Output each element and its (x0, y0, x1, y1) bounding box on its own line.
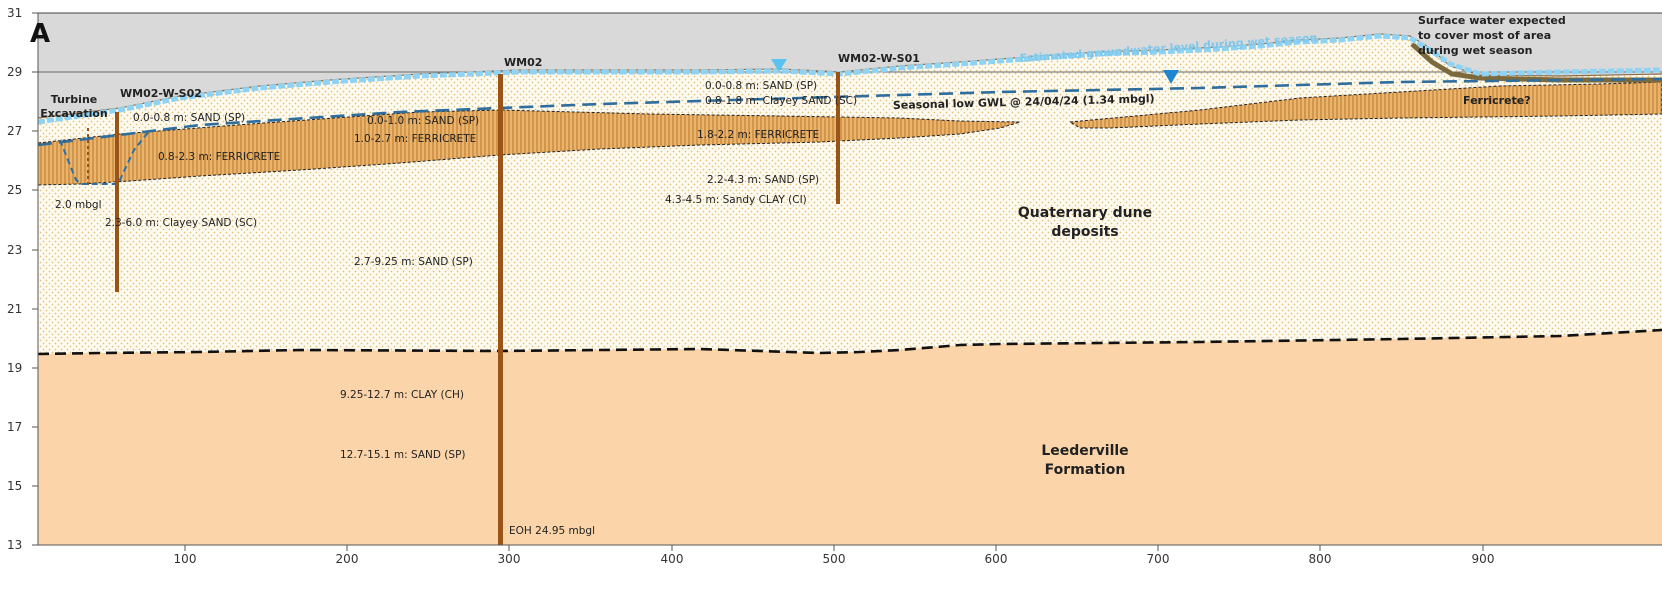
x-tick-label: 900 (1472, 552, 1495, 566)
leederville-formation-layer (38, 330, 1662, 545)
log-wm02-3: 2.7-9.25 m: SAND (SP) (354, 256, 473, 268)
borehole-label-wm02: WM02 (504, 56, 542, 69)
log-wm02-w-s01-1: 0.0-0.8 m: SAND (SP) (705, 80, 817, 92)
log-wm02-1: 0.0-1.0 m: SAND (SP) (367, 115, 479, 127)
turbine-excavation-base-label: 2.0 mbgl (55, 199, 102, 211)
y-axis-ticks (32, 12, 38, 546)
log-wm02-w-s01-5: 4.3-4.5 m: Sandy CLAY (CI) (665, 194, 807, 206)
x-tick-label: 700 (1147, 552, 1170, 566)
surface-water-note-line1: Surface water expected (1418, 14, 1566, 27)
log-wm02-w-s01-3: 1.8-2.2 m: FERRICRETE (697, 129, 819, 141)
y-tick-label: 31 (7, 6, 22, 20)
borehole-label-wm02-w-s02: WM02-W-S02 (120, 87, 202, 100)
x-tick-label: 300 (498, 552, 521, 566)
borehole-casing-wm02-w-s02 (115, 112, 119, 292)
log-wm02-w-s02-1: 0.0-0.8 m: SAND (SP) (133, 112, 245, 124)
seasonal-low-gw-marker-icon (1163, 70, 1179, 84)
y-tick-label: 25 (7, 183, 22, 197)
x-tick-label: 100 (174, 552, 197, 566)
y-tick-label: 29 (7, 65, 22, 79)
y-tick-label: 13 (7, 538, 22, 552)
borehole-casing-wm02 (498, 74, 503, 545)
seasonal-low-groundwater-line (38, 77, 1662, 147)
y-tick-label: 23 (7, 243, 22, 257)
y-tick-label: 17 (7, 420, 22, 434)
log-wm02-w-s01-2: 0.8-1.8 m: Clayey SAND (SC) (705, 95, 857, 107)
x-tick-label: 800 (1309, 552, 1332, 566)
ferricrete-query-label: Ferricrete? (1463, 94, 1531, 107)
panel-label: A (30, 19, 50, 49)
turbine-excavation-label-line1: Turbine (51, 93, 98, 106)
y-tick-label: 21 (7, 302, 22, 316)
surface-water-note-line3: during wet season (1418, 44, 1533, 57)
wet-season-gw-marker-icon (771, 59, 787, 72)
borehole-base-label-wm02: EOH 24.95 mbgl (509, 525, 595, 537)
y-tick-label: 19 (7, 361, 22, 375)
log-wm02-w-s02-2: 0.8-2.3 m: FERRICRETE (158, 151, 280, 163)
borehole-label-wm02-w-s01: WM02-W-S01 (838, 52, 920, 65)
quaternary-label-line2: deposits (1051, 224, 1118, 240)
x-tick-label: 600 (985, 552, 1008, 566)
log-wm02-5: 12.7-15.1 m: SAND (SP) (340, 449, 466, 461)
log-wm02-w-s02-3: 2.3-6.0 m: Clayey SAND (SC) (105, 217, 257, 229)
surface-water-note-line2: to cover most of area (1418, 29, 1551, 42)
quaternary-label-line1: Quaternary dune (1018, 205, 1152, 221)
wet-season-groundwater-line (38, 33, 1662, 125)
y-tick-label: 27 (7, 124, 22, 138)
log-wm02-2: 1.0-2.7 m: FERRICRETE (354, 133, 476, 145)
y-tick-label: 15 (7, 479, 22, 493)
x-tick-label: 200 (336, 552, 359, 566)
leederville-label-line1: Leederville (1041, 443, 1128, 459)
turbine-excavation-outline (59, 129, 151, 185)
log-wm02-w-s01-4: 2.2-4.3 m: SAND (SP) (707, 174, 819, 186)
ferricrete-query-layer (1068, 81, 1662, 129)
leederville-label-line2: Formation (1045, 462, 1126, 478)
x-axis-ticks (184, 545, 1484, 551)
x-tick-label: 400 (661, 552, 684, 566)
x-tick-label: 500 (823, 552, 846, 566)
borehole-casing-wm02-w-s01 (836, 72, 840, 204)
formation-boundary-line (38, 328, 1662, 356)
turbine-excavation-label-line2: Excavation (40, 107, 108, 120)
log-wm02-4: 9.25-12.7 m: CLAY (CH) (340, 389, 464, 401)
ferricrete-layer (38, 109, 1021, 186)
